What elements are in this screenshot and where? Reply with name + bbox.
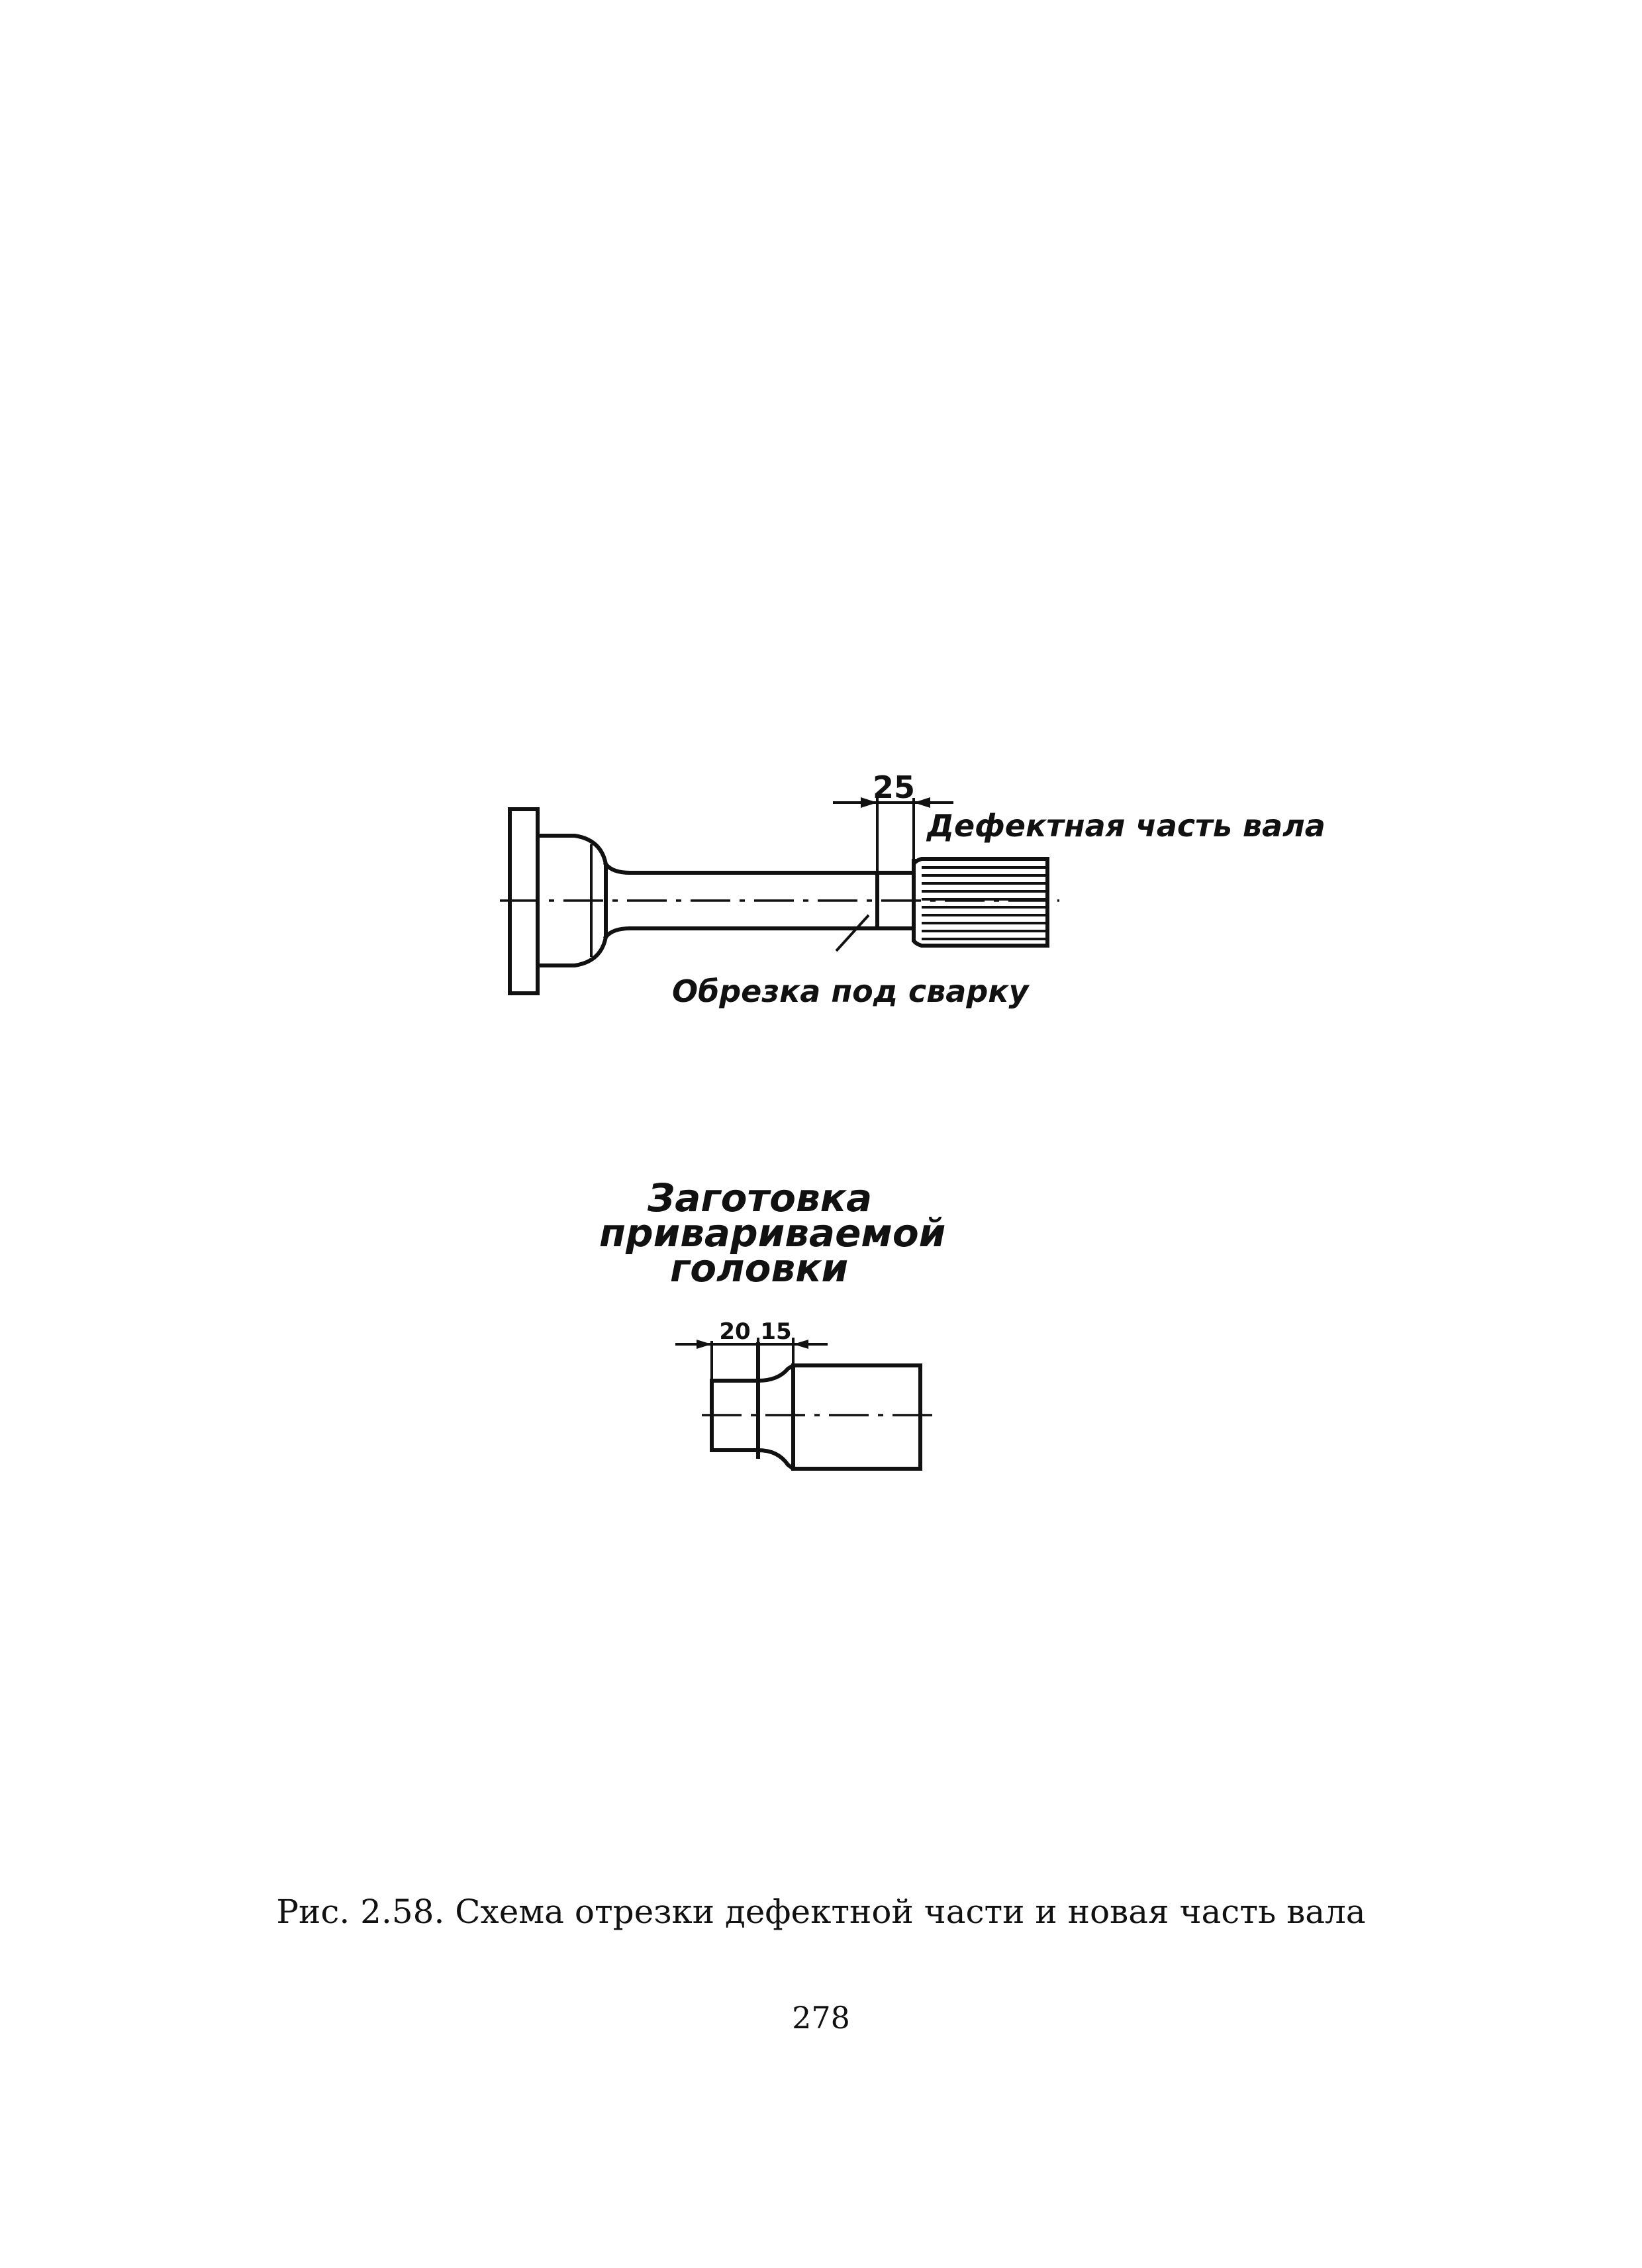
cut-leader: [835, 914, 870, 952]
splined-defect-part: [912, 857, 1049, 948]
label-defective-part: Дефектная часть вала: [927, 808, 1326, 844]
label-cut-for-welding: Обрезка под сварку: [672, 973, 1029, 1009]
shaft-hub: [536, 834, 608, 967]
shaft-fillet-top: [603, 861, 633, 875]
dimension-25: 25: [833, 769, 953, 873]
blank-outline: [710, 1342, 922, 1471]
blank-title-line2: привариваемой: [599, 1210, 946, 1256]
dimension-20-value: 20: [719, 1318, 750, 1345]
dimension-20-15: 20 15: [675, 1318, 828, 1381]
dimension-15-value: 15: [760, 1318, 791, 1345]
dimension-25-value: 25: [873, 769, 915, 805]
blank-title-line3: головки: [670, 1246, 849, 1291]
shaft-fillet-bottom: [603, 926, 633, 940]
figure-caption: Рис. 2.58. Схема отрезки дефектной части…: [276, 1893, 1366, 1931]
blank-title-line1: Заготовка: [648, 1175, 873, 1220]
page-number: 278: [792, 2000, 850, 2036]
